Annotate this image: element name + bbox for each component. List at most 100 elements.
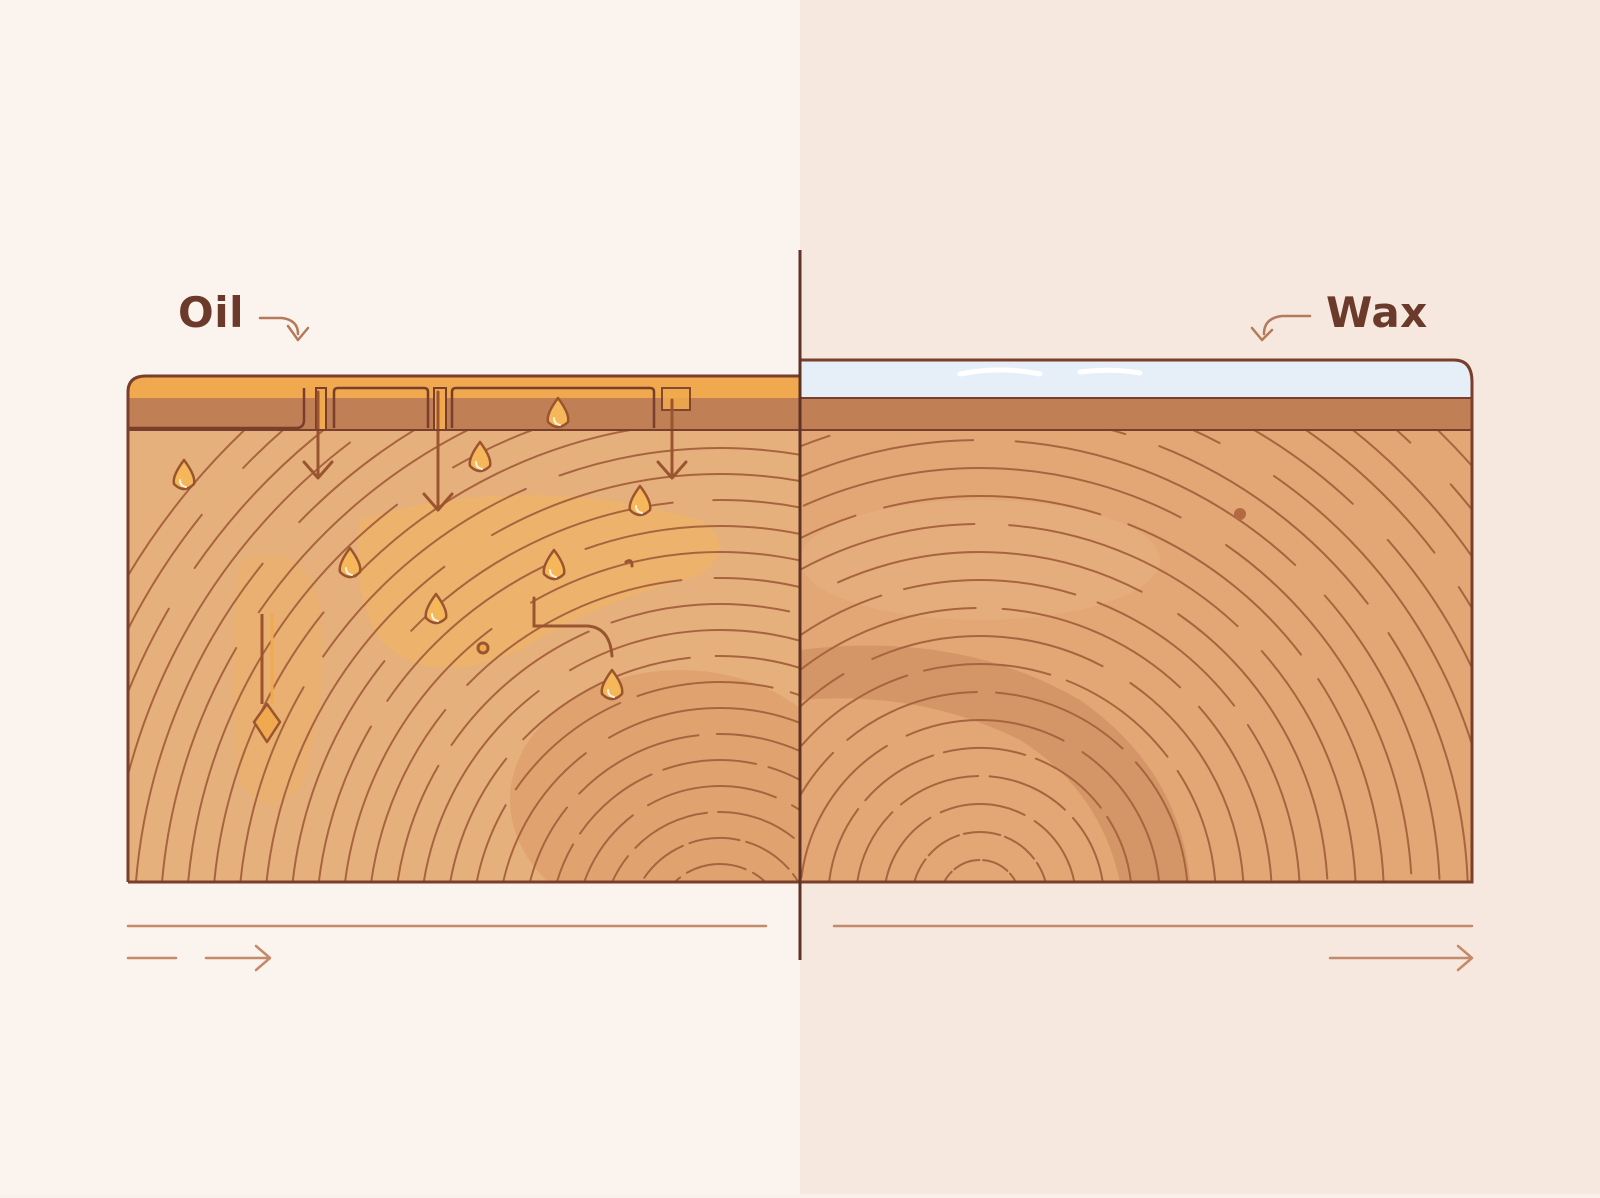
drop-highlight (607, 689, 615, 698)
drop-icon (424, 592, 448, 625)
drop-icon (628, 484, 652, 517)
grain-line (578, 734, 700, 795)
wax-board-outline (800, 358, 1474, 884)
grain-line (522, 656, 691, 741)
grain-line (800, 594, 883, 637)
grain-line (128, 430, 247, 578)
drop-highlight (549, 569, 557, 578)
curved-arrow-icon (1250, 326, 1274, 342)
grain-line (1065, 679, 1169, 758)
grain-line (913, 858, 927, 882)
grain-line (128, 607, 170, 696)
curved-arrow-icon (1262, 314, 1312, 336)
grain-line (291, 660, 386, 882)
grain-line (714, 654, 800, 670)
grain-line (927, 834, 960, 857)
grain-line (128, 513, 203, 632)
grain-line (128, 441, 351, 780)
grain-line (1246, 724, 1301, 882)
grain-line (643, 844, 684, 879)
wood-knot (1234, 508, 1246, 520)
grain-line (344, 627, 493, 882)
grain-line (354, 430, 637, 578)
waxed-wood-grain (800, 430, 1472, 882)
grain-line (583, 814, 634, 882)
grain-line (636, 680, 774, 698)
grain-line (569, 629, 800, 672)
grain-line (792, 873, 800, 882)
curved-arrow-icon (258, 316, 300, 336)
drop-highlight (179, 479, 187, 488)
grain-line (135, 562, 264, 882)
grain-line (298, 430, 417, 524)
grain-line (800, 674, 909, 747)
grain-line (491, 473, 800, 537)
grain-line (530, 551, 800, 604)
wax-film-highlight (957, 367, 1143, 377)
grain-line (611, 855, 629, 882)
direction-guides (126, 924, 1474, 972)
grain-line (923, 663, 1052, 676)
grain-line (584, 525, 800, 550)
grain-line (1351, 430, 1472, 559)
grain-line (800, 439, 975, 478)
grain-line (1304, 430, 1436, 554)
grain-line (1009, 872, 1017, 882)
grain-line (715, 732, 800, 753)
grain-line (1033, 820, 1076, 882)
grain-line (1035, 861, 1047, 882)
grain-line (800, 607, 977, 672)
grain-line (647, 785, 777, 807)
grain-line (213, 611, 325, 882)
grain-line (712, 499, 800, 509)
grain-line (450, 630, 590, 747)
grain-line (942, 746, 1027, 756)
grain-line (828, 808, 860, 882)
oiled-wood-grain (128, 430, 800, 882)
grain-line (745, 840, 790, 870)
arrow-down-icon (252, 614, 282, 744)
grain-line (1129, 682, 1245, 882)
grain-line (800, 514, 857, 540)
grain-line (1008, 524, 1239, 628)
drop-highlight (553, 417, 561, 426)
grain-line (800, 744, 888, 879)
grain-line (452, 430, 536, 469)
grain-line (883, 494, 1102, 516)
grain-line (1273, 474, 1472, 749)
grain-line (962, 831, 1002, 837)
grain-line (800, 751, 835, 798)
grain-line (161, 647, 238, 882)
oil-top-band (128, 398, 800, 430)
grain-line (1134, 761, 1189, 882)
grain-line (608, 707, 800, 739)
grain-line (1197, 705, 1273, 882)
grain-line (1127, 523, 1302, 656)
drop-highlight (431, 613, 439, 622)
grain-line (1251, 430, 1354, 505)
grain-line (555, 843, 575, 882)
grain-line (1386, 538, 1472, 671)
grain-line (988, 775, 1066, 811)
oil-board-outline (126, 374, 800, 882)
grain-line (386, 559, 559, 702)
drop-icon (546, 396, 570, 429)
grain-line (514, 702, 622, 791)
grain-line (662, 759, 757, 771)
grain-line (995, 691, 1124, 750)
grain-line (1106, 815, 1132, 882)
grain-line (864, 754, 935, 802)
grain-line (1225, 544, 1413, 875)
grain-line (1071, 816, 1104, 882)
grain-line (1177, 613, 1329, 880)
wax-film (800, 360, 1472, 398)
grain-line (837, 551, 1143, 593)
label-pointers (258, 314, 1312, 342)
grain-line (953, 859, 981, 871)
grain-line (688, 837, 741, 845)
grain-line (939, 802, 1026, 816)
grain-line (800, 673, 845, 709)
grain-line (717, 810, 795, 839)
grain-line (422, 690, 540, 882)
